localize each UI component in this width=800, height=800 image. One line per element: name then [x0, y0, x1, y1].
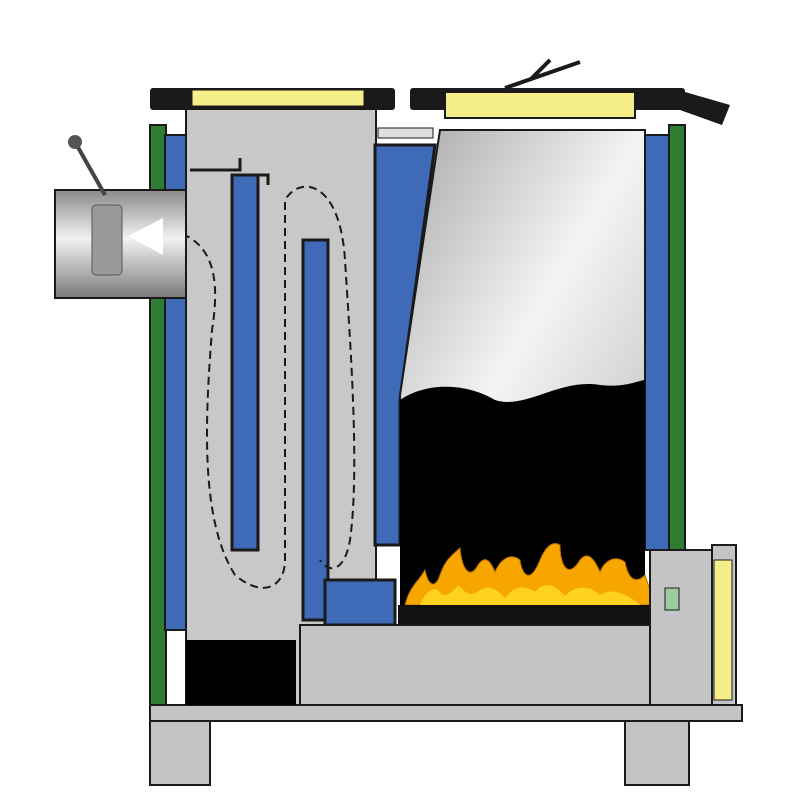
flue-gas-path — [169, 185, 356, 589]
door-insulation — [713, 559, 733, 701]
left-leg — [149, 720, 211, 786]
ash-pit — [299, 624, 701, 706]
damper — [91, 204, 123, 276]
water-baffles — [190, 143, 437, 627]
grate — [398, 605, 660, 625]
boiler-base — [149, 704, 743, 786]
ash-box — [186, 640, 296, 705]
loading-door-insulation — [444, 91, 636, 119]
lid-insulation — [191, 89, 365, 107]
right-leg — [624, 720, 690, 786]
fuel-load — [400, 380, 645, 610]
flow-direction-arrow-icon — [128, 218, 163, 255]
flue-pipe — [54, 135, 187, 299]
flame-icon — [404, 543, 656, 606]
door-latch — [664, 587, 680, 611]
damper-lever-icon — [73, 141, 107, 196]
top-lids — [150, 58, 730, 139]
loading-door-handle — [504, 58, 581, 90]
front-door — [649, 544, 737, 706]
